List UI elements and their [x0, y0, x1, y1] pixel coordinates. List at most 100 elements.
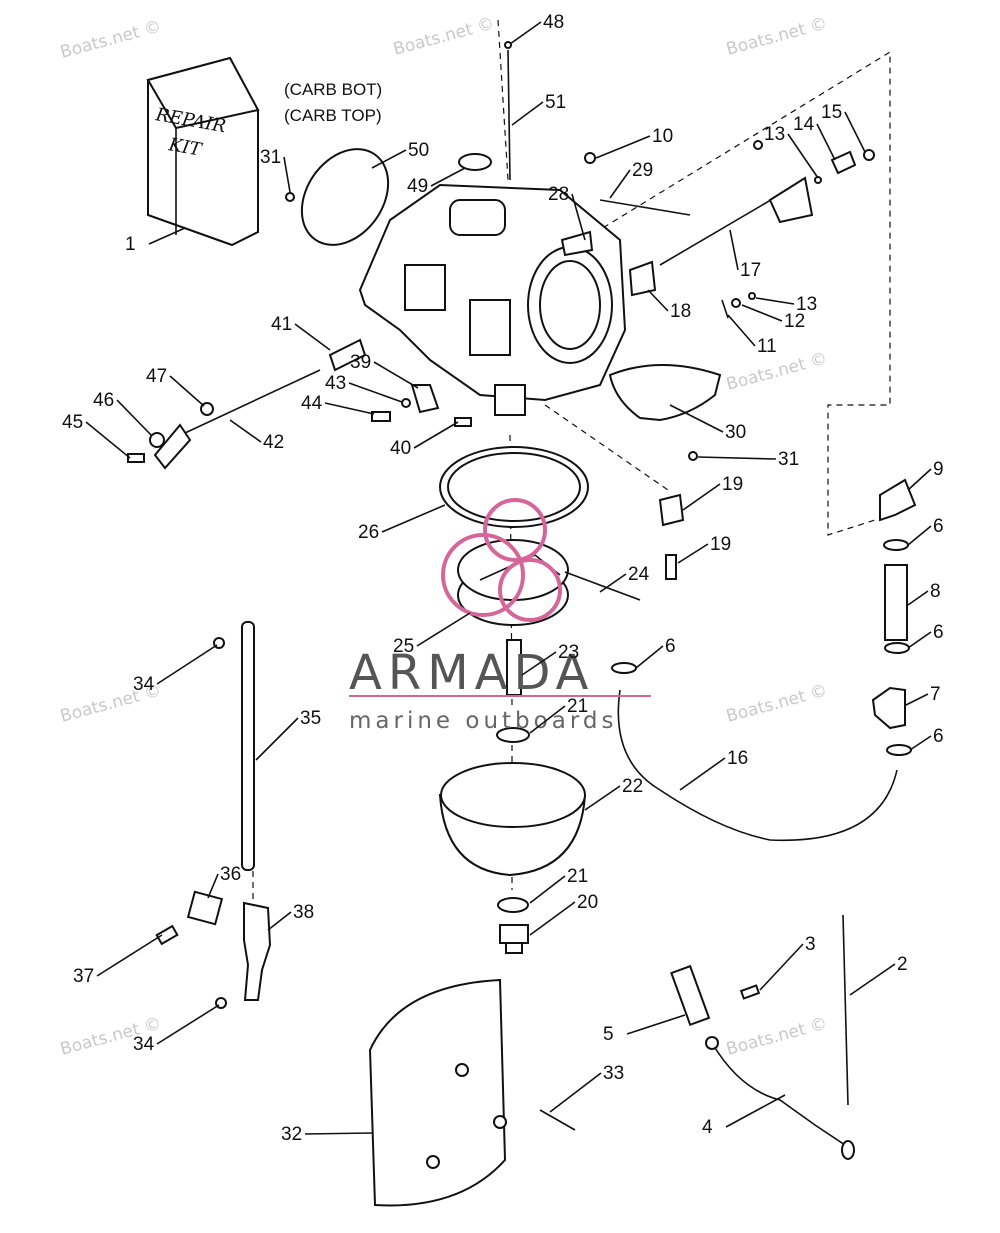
- leader-line: [905, 693, 929, 706]
- leader-line: [207, 873, 219, 899]
- clamp-6-b: [884, 642, 910, 654]
- callout-36: 36: [207, 864, 241, 899]
- callout-51: 51: [511, 92, 566, 126]
- brand-name: ARMADA: [349, 645, 594, 701]
- callout-number: 12: [784, 311, 805, 332]
- callout-18: 18: [647, 289, 691, 322]
- bracket-36: [186, 890, 224, 926]
- note-carb-top: (CARB TOP): [284, 106, 382, 125]
- leader-line: [381, 504, 446, 533]
- callout-number: 39: [350, 352, 371, 373]
- leader-line: [229, 419, 262, 443]
- callout-number: 10: [652, 126, 673, 147]
- float-bowl-22: [438, 762, 587, 877]
- leader-line: [529, 901, 576, 936]
- callout-7: 7: [905, 684, 941, 706]
- wire-4: [711, 1042, 846, 1146]
- shaft-plate-17: [768, 176, 814, 224]
- callout-number: 21: [567, 696, 588, 717]
- leader-line: [787, 133, 819, 179]
- leader-line: [647, 289, 669, 312]
- callout-2: 2: [849, 954, 908, 996]
- watermark: Boats.net ©: [724, 349, 829, 395]
- brand-logo-circle: [498, 558, 562, 622]
- callout-number: 8: [930, 581, 941, 602]
- clamp-6-a: [883, 539, 909, 551]
- callout-6: 6: [909, 726, 944, 751]
- leader-line: [371, 149, 407, 169]
- callout-34: 34: [133, 1004, 220, 1055]
- link-2: [842, 914, 849, 1106]
- fuel-hose-16: [617, 689, 898, 842]
- callout-number: 34: [133, 674, 155, 695]
- spring-11: [721, 299, 729, 319]
- bracket-39: [410, 384, 440, 414]
- part-14: [830, 150, 857, 175]
- pin-3: [739, 984, 761, 1000]
- callout-21: 21: [529, 696, 588, 734]
- callout-number: 31: [778, 449, 799, 470]
- leader-line: [584, 785, 621, 811]
- leader-line: [907, 525, 932, 546]
- screw-45: [127, 453, 145, 463]
- callout-6: 6: [635, 636, 676, 669]
- callout-number: 6: [933, 516, 944, 537]
- plate-30: [608, 364, 722, 422]
- callout-33: 33: [549, 1063, 624, 1113]
- callout-number: 4: [702, 1117, 713, 1138]
- carburetor-body: [358, 183, 627, 416]
- callout-39: 39: [350, 352, 419, 389]
- pin-24: [564, 571, 641, 601]
- nut-46: [149, 432, 165, 448]
- callout-22: 22: [584, 776, 643, 811]
- callout-49: 49: [407, 167, 466, 197]
- callout-number: 28: [548, 184, 569, 205]
- leader-line: [521, 651, 557, 676]
- callout-13: 13: [755, 294, 817, 315]
- callout-24: 24: [599, 564, 650, 593]
- callout-35: 35: [255, 708, 321, 761]
- screw-31-left: [285, 192, 295, 202]
- callout-8: 8: [907, 581, 941, 606]
- leader-line: [679, 757, 726, 791]
- leader-line: [283, 156, 291, 193]
- callout-number: 47: [146, 366, 167, 387]
- callout-13: 13: [764, 124, 819, 179]
- callout-44: 44: [301, 393, 375, 415]
- leader-line: [729, 229, 739, 271]
- callout-31: 31: [697, 449, 799, 470]
- callout-number: 9: [933, 459, 944, 480]
- leader-line: [116, 399, 153, 437]
- watermark: Boats.net ©: [724, 14, 829, 60]
- repair-kit-box: REPAIR KIT: [146, 56, 260, 247]
- callout-number: 36: [220, 864, 241, 885]
- callout-20: 20: [529, 892, 598, 936]
- watermark: Boats.net ©: [724, 681, 829, 727]
- leader-line: [907, 468, 932, 491]
- callout-28: 28: [548, 184, 586, 241]
- screw-15: [863, 149, 875, 161]
- leader-line: [169, 375, 205, 407]
- callout-number: 2: [897, 954, 908, 975]
- callout-number: 16: [727, 748, 748, 769]
- callout-number: 31: [260, 147, 281, 168]
- hose-8: [884, 564, 908, 641]
- leader-line: [324, 402, 375, 415]
- wire-4-eye: [841, 1140, 855, 1160]
- link-rod-42: [169, 369, 321, 441]
- screw-top-17: [753, 140, 763, 150]
- screw-44: [371, 411, 391, 422]
- callout-19: 19: [677, 534, 731, 564]
- callout-number: 19: [722, 474, 743, 495]
- leader-line: [529, 705, 566, 734]
- callout-number: 26: [358, 522, 379, 543]
- callout-number: 48: [543, 12, 564, 33]
- note-carb-bot: (CARB BOT): [284, 80, 382, 99]
- callout-41: 41: [271, 314, 331, 351]
- leader-line: [413, 421, 459, 449]
- callout-19: 19: [682, 474, 743, 511]
- callout-number: 6: [933, 726, 944, 747]
- fitting-5: [670, 964, 711, 1027]
- callout-number: 15: [821, 102, 842, 123]
